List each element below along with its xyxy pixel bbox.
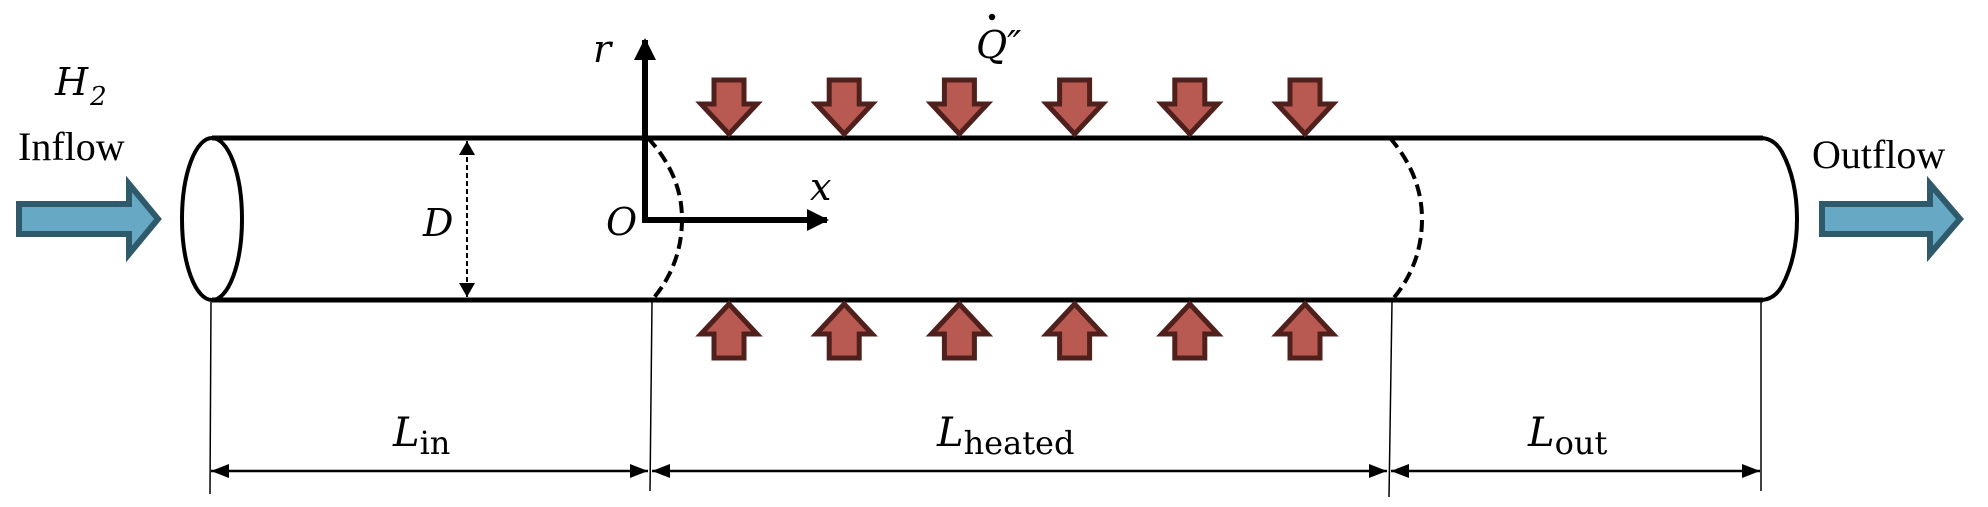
heat-flux-dot: [988, 13, 996, 21]
extension-line-inlet: [209, 301, 212, 495]
heat-flux-arrow-up-icon: [925, 300, 994, 361]
pipe-outlet-end: [1759, 136, 1800, 302]
heat-flux-arrow-up-icon: [695, 300, 763, 361]
outlet-length-label: Lout: [1527, 410, 1607, 462]
pipe-inlet-end: [180, 136, 244, 302]
heat-flux-label: Q″: [976, 23, 1021, 67]
heat-flux-arrows-top: [695, 77, 1339, 138]
diameter-label: D: [422, 201, 453, 245]
outflow-arrow-icon: [1819, 175, 1964, 263]
heat-flux-arrow-up-icon: [1156, 300, 1224, 361]
inlet-length-label: Lin: [392, 410, 450, 462]
heat-flux-arrow-down-icon: [1040, 77, 1109, 138]
r-axis-label: r: [593, 27, 614, 71]
outflow-label: Outflow: [1812, 132, 1945, 177]
origin-label: O: [606, 200, 637, 244]
extension-line-heated-end: [1388, 301, 1393, 498]
heat-flux-arrow-down-icon: [925, 77, 994, 138]
inflow-arrow-icon: [16, 175, 162, 263]
heated-section-start-boundary: [646, 136, 685, 302]
heat-flux-arrow-up-icon: [1271, 300, 1339, 361]
heated-length-label: Lheated: [936, 410, 1074, 462]
heat-flux-arrow-up-icon: [810, 300, 878, 361]
heat-flux-arrow-down-icon: [1271, 77, 1339, 138]
x-axis-label: x: [810, 165, 831, 209]
heat-flux-arrow-up-icon: [1040, 300, 1109, 361]
heated-section-end-boundary: [1388, 136, 1425, 302]
pipe: [180, 135, 1800, 303]
extension-line-heated-start: [649, 301, 653, 492]
heat-flux-arrow-down-icon: [695, 77, 763, 138]
inflow-label: Inflow: [18, 124, 125, 169]
heat-flux-arrow-down-icon: [810, 77, 878, 138]
heat-flux-arrow-down-icon: [1156, 77, 1224, 138]
heat-flux-arrows-bottom: [695, 300, 1339, 361]
species-label: H2: [54, 60, 107, 112]
